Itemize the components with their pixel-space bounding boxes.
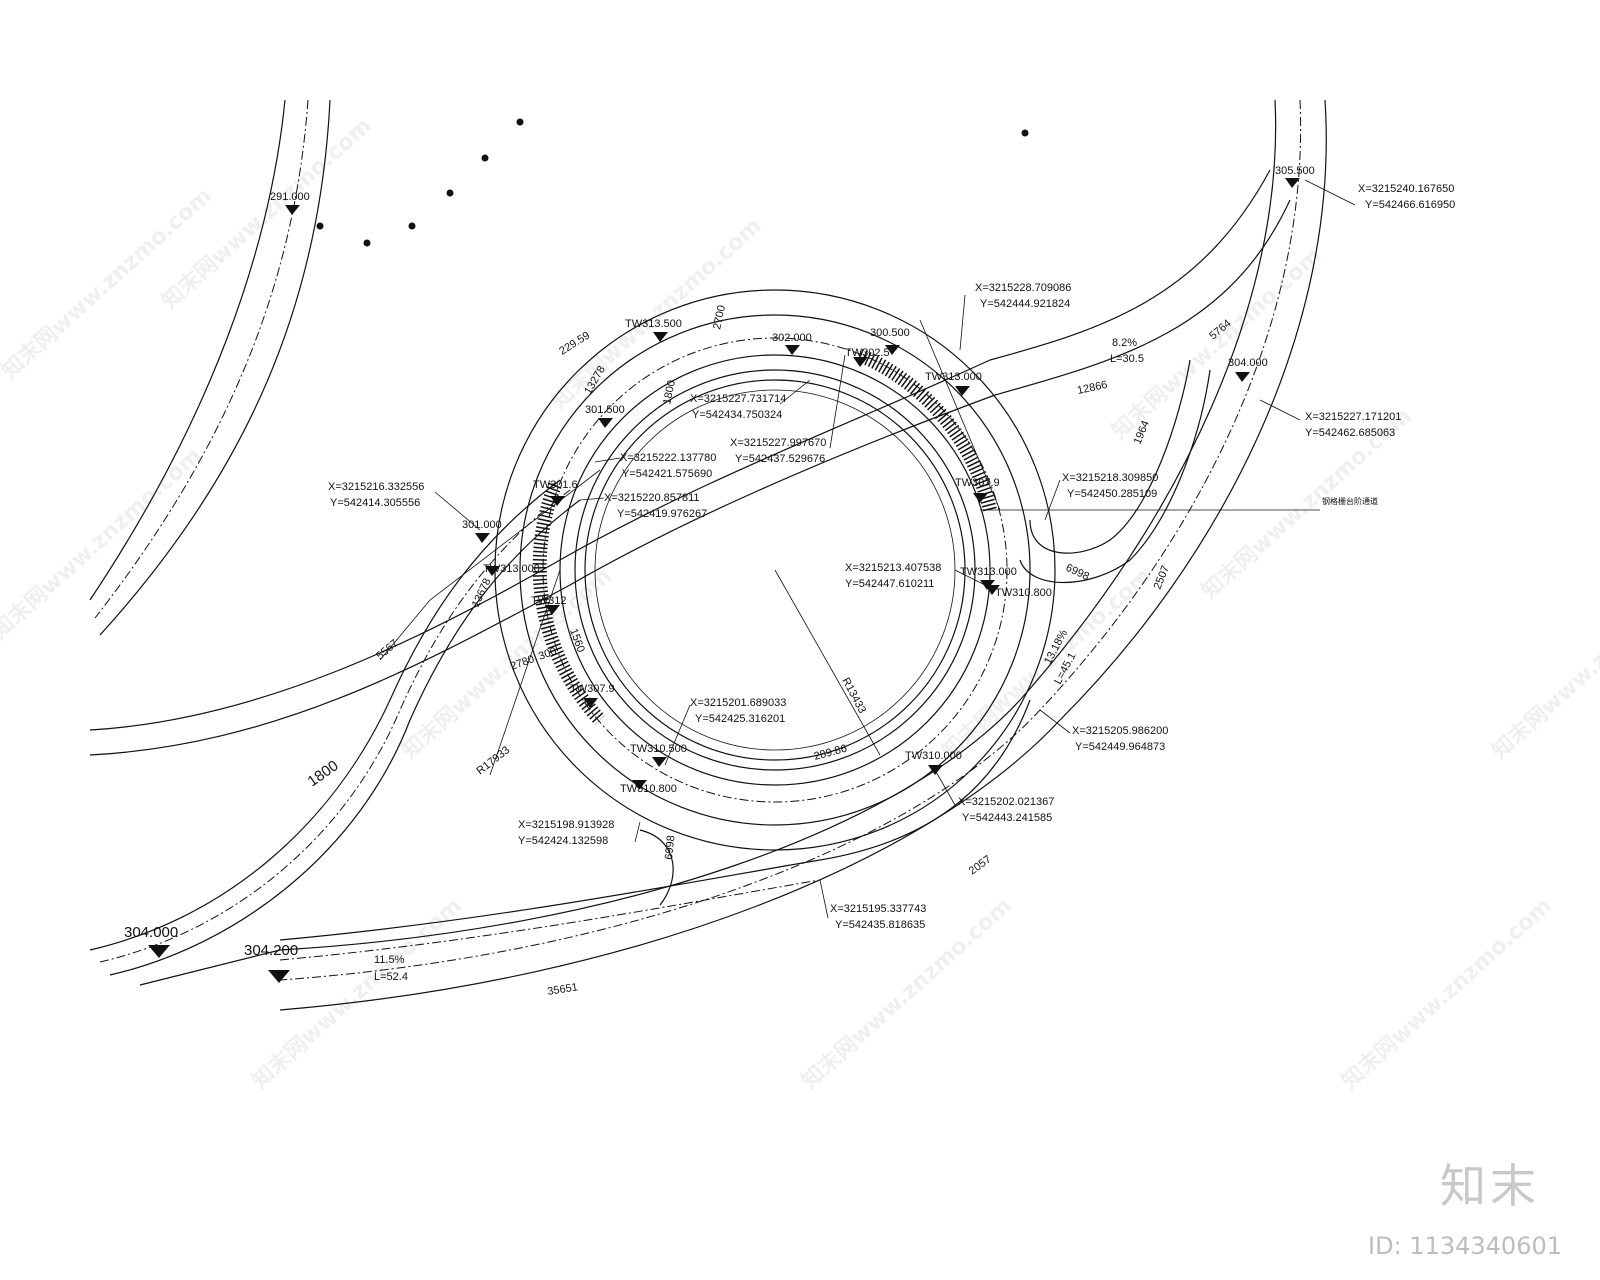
coord-x: X=3215220.857811	[604, 492, 700, 504]
dimension-label: 6998	[663, 835, 677, 861]
document-id: ID: 1134340601	[1368, 1232, 1562, 1260]
elevation-label: TW307.9	[955, 477, 1000, 489]
coord-y: Y=542462.685063	[1305, 427, 1395, 439]
lower-left-road	[89, 169, 1291, 976]
elevation-label: TW310.000	[905, 750, 962, 762]
dimension-label: 1800	[305, 757, 342, 790]
dimension-label: 13678	[470, 576, 494, 609]
coord-y: Y=542435.818635	[835, 919, 925, 931]
coord-x: X=3215240.167650	[1358, 183, 1454, 195]
dimension-label: R17933	[474, 744, 512, 777]
coord-y: Y=542425.316201	[695, 713, 785, 725]
coord-y: Y=542437.529676	[735, 453, 825, 465]
dimension-label: 300	[537, 645, 558, 663]
elevation-label: 302.000	[772, 332, 812, 344]
elevation-label: TW313.000	[483, 563, 540, 575]
elevation-label: 301.000	[462, 519, 502, 531]
elevation-label: TW310.800	[995, 587, 1052, 599]
stair-bands	[532, 348, 997, 725]
dimension-label: R13433	[839, 676, 868, 716]
coord-y: Y=542421.575690	[622, 468, 712, 480]
watermark-text: 知末网www.znzmo.com	[1487, 563, 1600, 765]
coord-x: X=3215222.137780	[620, 452, 716, 464]
elevation-label: TW313.000	[925, 371, 982, 383]
watermark-layer: 知末网www.znzmo.com 知末网www.znzmo.com 知末网www…	[0, 113, 1600, 1095]
watermark-text: 知末网www.znzmo.com	[0, 443, 207, 645]
elevation-label: 304.000	[1228, 357, 1268, 369]
brand-logo: 知末	[1440, 1159, 1540, 1213]
elevation-label: TW313.500	[625, 318, 682, 330]
coord-x: X=3215228.709086	[975, 282, 1071, 294]
coord-x: X=3215201.689033	[690, 697, 786, 709]
coord-y: Y=542447.610211	[845, 578, 934, 590]
coord-x: X=3215227.997670	[730, 437, 826, 449]
elevation-label: 291.000	[270, 191, 310, 203]
coord-x: X=3215218.309850	[1062, 472, 1158, 484]
dimension-label: 35651	[547, 981, 579, 998]
dimension-label: 2700	[711, 304, 728, 330]
elevation-label: 301.500	[585, 404, 625, 416]
coord-x: X=3215205.986200	[1072, 725, 1168, 737]
dimension-label: 8.2%	[1112, 337, 1137, 349]
dimension-label: 1560	[567, 627, 587, 654]
coord-y: Y=542449.964873	[1075, 741, 1165, 753]
coord-y: Y=542424.132598	[518, 835, 608, 847]
elevation-label: TW312	[531, 595, 566, 607]
dimension-label: 2057	[967, 853, 994, 877]
dimension-label: 12866	[1076, 379, 1108, 397]
coord-x: X=3215198.913928	[518, 819, 614, 831]
coordinate-annotations: X=3215240.167650 Y=542466.616950 X=32152…	[328, 179, 1455, 931]
elevation-label: 304.200	[244, 942, 298, 959]
coord-x: X=3215227.731714	[690, 393, 786, 405]
elevation-label: 304.000	[124, 924, 178, 941]
coord-x: X=3215195.337743	[830, 903, 926, 915]
ramp-paths	[279, 359, 1211, 961]
dimension-label: 289.86	[813, 743, 849, 763]
coord-x: X=3215213.407538	[845, 562, 941, 574]
coord-x: X=3215202.021367	[958, 796, 1054, 808]
dimension-label: 11.5%	[374, 954, 405, 966]
watermark-text: 知末网www.znzmo.com	[1337, 893, 1557, 1095]
coord-y: Y=542443.241585	[962, 812, 1052, 824]
elevation-label: TW307.9	[570, 683, 615, 695]
dimension-lines	[379, 319, 1320, 776]
elevation-label: 305.500	[1275, 165, 1315, 177]
tree-dots	[316, 118, 1029, 247]
coord-y: Y=542450.285109	[1067, 488, 1157, 500]
stair-note-label: 钢格栅台阶通道	[1322, 496, 1378, 506]
dimension-label: 2507	[1152, 564, 1172, 591]
coord-x: X=3215216.332556	[328, 481, 424, 493]
elevation-markers: 291.000 305.500 304.000 302.000 300.500 …	[124, 165, 1315, 983]
dimension-label: 5567	[374, 637, 400, 662]
dimension-label: L=52.4	[374, 971, 408, 983]
coord-y: Y=542419.976267	[617, 508, 707, 520]
dimension-label: 6998	[1064, 562, 1091, 583]
elevation-label: TW302.5	[845, 347, 890, 359]
watermark-text: 知末网www.znzmo.com	[397, 563, 617, 765]
coord-y: Y=542434.750324	[692, 409, 782, 421]
coord-x: X=3215227.171201	[1305, 411, 1401, 423]
elevation-label: TW310.800	[620, 783, 677, 795]
coord-y: Y=542466.616950	[1365, 199, 1455, 211]
elevation-label: 300.500	[870, 327, 910, 339]
dimension-label: 229.59	[557, 330, 592, 358]
right-road	[139, 99, 1327, 1011]
elevation-label: TW313.000	[960, 566, 1017, 578]
coord-y: Y=542444.921824	[980, 298, 1070, 310]
coord-y: Y=542414.305556	[330, 497, 420, 509]
dimension-label: 1800	[661, 379, 678, 405]
elevation-label: TW310.500	[630, 743, 687, 755]
left-road	[89, 99, 331, 636]
elevation-label: TW301.6	[533, 479, 578, 491]
dimension-label: L=30.5	[1110, 353, 1144, 365]
